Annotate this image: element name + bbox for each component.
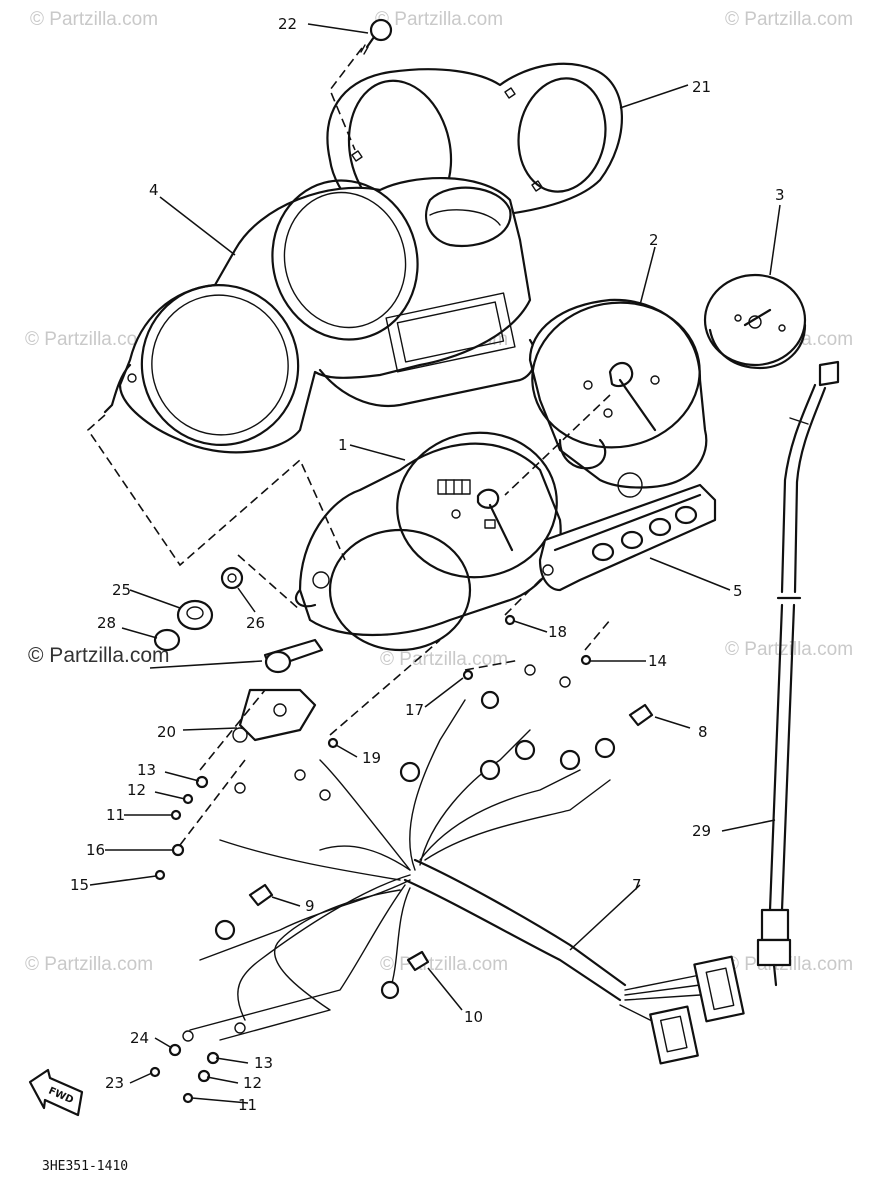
callout-20: 20 bbox=[157, 723, 176, 741]
fasteners bbox=[149, 614, 592, 1104]
part-2-speedometer bbox=[528, 298, 708, 489]
callout-1: 1 bbox=[338, 436, 348, 454]
callout-10: 10 bbox=[464, 1008, 483, 1026]
callout-9: 9 bbox=[305, 897, 315, 915]
callout-15: 15 bbox=[70, 876, 89, 894]
small-parts-left bbox=[153, 566, 324, 743]
watermark: © Partzilla.com bbox=[380, 954, 508, 975]
callout-8: 8 bbox=[698, 723, 708, 741]
callout-5: 5 bbox=[733, 582, 743, 600]
callout-21: 21 bbox=[692, 78, 711, 96]
watermark: © Partzilla.com bbox=[725, 9, 853, 30]
watermark: © Partzilla.com bbox=[725, 639, 853, 660]
callout-3: 3 bbox=[775, 186, 785, 204]
leader-lines bbox=[89, 23, 781, 1104]
callout-13a: 13 bbox=[137, 761, 156, 779]
callout-12b: 12 bbox=[243, 1074, 262, 1092]
watermark: © Partzilla.com bbox=[25, 329, 153, 350]
assembly-guides bbox=[86, 47, 611, 846]
part-7-wire-harness bbox=[182, 664, 745, 1065]
part-5-indicator-housing bbox=[538, 472, 717, 592]
callout-29: 29 bbox=[692, 822, 711, 840]
callout-7: 7 bbox=[632, 876, 642, 894]
callout-14: 14 bbox=[648, 652, 667, 670]
part-4-meter-case bbox=[103, 176, 537, 454]
callout-labels: 22 21 4 2 3 1 5 25 26 28 18 14 17 20 8 1… bbox=[70, 15, 785, 1114]
watermark: © Partzilla.com bbox=[375, 9, 503, 30]
part-29-speedometer-cable bbox=[756, 360, 840, 987]
callout-22: 22 bbox=[278, 15, 297, 33]
watermark: © Partzilla.com bbox=[30, 9, 158, 30]
part-3-gauge bbox=[703, 273, 807, 370]
callout-24: 24 bbox=[130, 1029, 149, 1047]
fwd-arrow-icon: FWD bbox=[28, 1068, 84, 1117]
callout-16: 16 bbox=[86, 841, 105, 859]
diagram-code: 3HE351-1410 bbox=[42, 1159, 128, 1174]
watermark: © Partzilla.com bbox=[380, 649, 508, 670]
callout-25: 25 bbox=[112, 581, 131, 599]
watermark: © Partzilla.com bbox=[28, 644, 170, 667]
callout-19: 19 bbox=[362, 749, 381, 767]
callout-17: 17 bbox=[405, 701, 424, 719]
callout-13b: 13 bbox=[254, 1054, 273, 1072]
watermark-layer: © Partzilla.com © Partzilla.com © Partzi… bbox=[25, 9, 853, 975]
callout-23: 23 bbox=[105, 1074, 124, 1092]
callout-28: 28 bbox=[97, 614, 116, 632]
callout-4: 4 bbox=[149, 181, 159, 199]
callout-11a: 11 bbox=[106, 806, 125, 824]
callout-26: 26 bbox=[246, 614, 265, 632]
bulb-parts bbox=[248, 703, 654, 972]
callout-2: 2 bbox=[649, 231, 659, 249]
part-1-tachometer bbox=[294, 431, 562, 652]
part-22-screw bbox=[360, 18, 393, 55]
callout-11b: 11 bbox=[238, 1096, 257, 1114]
callout-12a: 12 bbox=[127, 781, 146, 799]
callout-18: 18 bbox=[548, 623, 567, 641]
watermark: © Partzilla.com bbox=[25, 954, 153, 975]
